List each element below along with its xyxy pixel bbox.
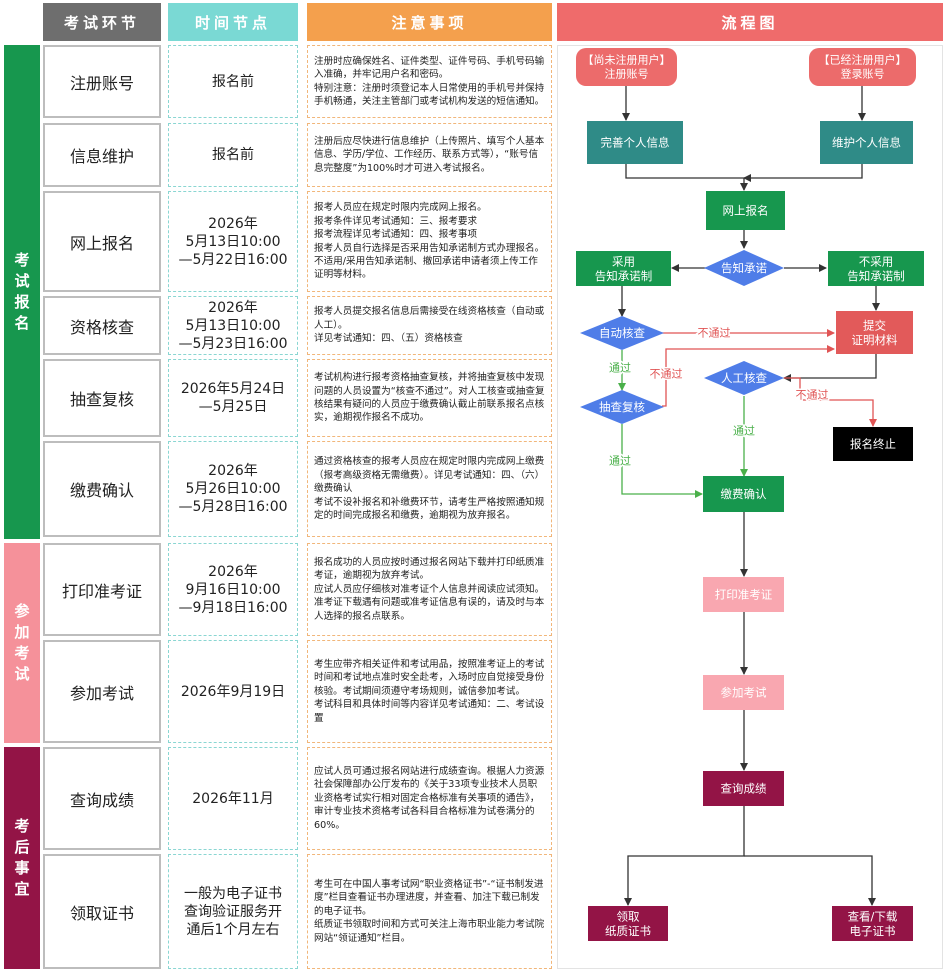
- note-cell: 报考人员提交报名信息后需接受在线资格核查（自动或人工）。 详见考试通知：四、（五…: [307, 296, 552, 355]
- node-manual-check-label: 人工核查: [721, 371, 767, 385]
- edge-spot-proof-fail: [662, 345, 835, 407]
- time-cell: 2026年 5月13日10:00 —5月23日16:00: [168, 296, 298, 355]
- phase-registration: 考试报名: [4, 45, 40, 539]
- note-cell: 应试人员可通过报名网站进行成绩查询。根据人力资源社会保障部办公厅发布的《关于33…: [307, 747, 552, 850]
- node-query-score-label: 查询成绩: [721, 782, 767, 796]
- node-registered-label: 【已经注册用户】: [819, 53, 907, 67]
- node-complete-info: 完善个人信息: [587, 121, 683, 164]
- node-adopt-label: 告知承诺制: [595, 269, 653, 283]
- node-paper-cert-label: 领取: [617, 909, 640, 923]
- time-cell: 2026年 9月16日10:00 —9月18日16:00: [168, 543, 298, 636]
- time-cell: 一般为电子证书 查询验证服务开 通后1个月左右: [168, 854, 298, 969]
- edge-spot-pay-pass: [621, 424, 703, 498]
- header-notes: 注意事项: [307, 3, 552, 41]
- node-e-cert-label: 电子证书: [850, 924, 896, 938]
- note-cell: 报名成功的人员应按时通过报名网站下载并打印纸质准考证，逾期视为放弃考试。 应试人…: [307, 543, 552, 636]
- node-registered-label: 登录账号: [841, 67, 885, 81]
- label-auto-pass: 通过: [609, 362, 631, 375]
- header-stage: 考试环节: [43, 3, 161, 41]
- stage-cell: 注册账号: [43, 45, 161, 118]
- phase-exam: 参加考试: [4, 543, 40, 743]
- node-complete-info-label: 完善个人信息: [601, 136, 670, 150]
- stage-cell: 信息维护: [43, 123, 161, 187]
- time-cell: 2026年 5月13日10:00 —5月22日16:00: [168, 191, 298, 292]
- node-maintain-info: 维护个人信息: [820, 121, 913, 164]
- node-online-apply-label: 网上报名: [723, 204, 769, 218]
- stage-cell: 抽查复核: [43, 359, 161, 437]
- node-paper-cert-label: 纸质证书: [605, 924, 651, 938]
- stage-cell: 缴费确认: [43, 441, 161, 537]
- time-cell: 2026年11月: [168, 747, 298, 850]
- node-take-exam-label: 参加考试: [721, 686, 767, 700]
- note-cell: 通过资格核查的报考人员应在规定时限内完成网上缴费（报考高级资格无需缴费）。详见考…: [307, 441, 552, 537]
- node-spot-check: 抽查复核: [580, 390, 664, 424]
- edge-score-paper: [624, 806, 745, 906]
- phase-post-exam: 考后事宜: [4, 747, 40, 969]
- edge-score-ecert: [744, 855, 876, 906]
- node-adopt: 采用告知承诺制: [576, 251, 671, 286]
- stage-cell: 领取证书: [43, 854, 161, 969]
- node-submit-proof-label: 提交: [863, 318, 886, 332]
- label-spot-pass: 通过: [609, 455, 631, 468]
- node-commitment: 告知承诺: [704, 250, 784, 286]
- node-registered: 【已经注册用户】登录账号: [809, 48, 916, 86]
- node-maintain-info-label: 维护个人信息: [832, 136, 901, 150]
- node-pay-confirm-label: 缴费确认: [721, 487, 767, 501]
- header-time: 时间节点: [168, 3, 298, 41]
- note-cell: 考生应带齐相关证件和考试用品，按照准考证上的考试时间和考试地点准时安全赴考，入场…: [307, 640, 552, 743]
- edge-proof-manual: [783, 354, 877, 382]
- edge-maintain-online: [743, 164, 863, 182]
- node-auto-check: 自动核查: [580, 316, 664, 350]
- node-not-adopt-label: 告知承诺制: [847, 269, 905, 283]
- node-auto-check-label: 自动核查: [599, 326, 645, 340]
- node-not-adopt-label: 不采用: [859, 254, 894, 268]
- time-cell: 2026年5月24日 —5月25日: [168, 359, 298, 437]
- node-submit-proof-label: 证明材料: [852, 333, 898, 347]
- time-cell: 报名前: [168, 45, 298, 118]
- node-unregistered-label: 注册账号: [605, 67, 649, 81]
- node-adopt-label: 采用: [612, 254, 635, 268]
- edge-manual-terminate-fail: [784, 377, 877, 427]
- header-flowchart: 流程图: [557, 3, 943, 41]
- node-commitment-label: 告知承诺: [721, 261, 767, 275]
- stage-cell: 查询成绩: [43, 747, 161, 850]
- node-unregistered: 【尚未注册用户】注册账号: [576, 48, 677, 86]
- node-unregistered-label: 【尚未注册用户】: [583, 53, 671, 67]
- note-cell: 考生可在中国人事考试网“职业资格证书”-“证书制发进度”栏目查看证书办理进度，并…: [307, 854, 552, 969]
- time-cell: 报名前: [168, 123, 298, 187]
- time-cell: 2026年 5月26日10:00 —5月28日16:00: [168, 441, 298, 537]
- note-cell: 考试机构进行报考资格抽查复核，并将抽查复核中发现问题的人员设置为“核查不通过”。…: [307, 359, 552, 437]
- edge-complete-online: [625, 164, 748, 191]
- node-spot-check-label: 抽查复核: [599, 400, 645, 414]
- stage-cell: 打印准考证: [43, 543, 161, 636]
- node-e-cert-label: 查看/下载: [848, 909, 898, 923]
- node-take-exam: 参加考试: [703, 675, 784, 710]
- node-terminate: 报名终止: [833, 427, 913, 461]
- note-cell: 注册时应确保姓名、证件类型、证件号码、手机号码输入准确，并牢记用户名和密码。 特…: [307, 45, 552, 118]
- node-print-ticket-label: 打印准考证: [715, 588, 773, 602]
- node-query-score: 查询成绩: [703, 771, 784, 806]
- label-spot-fail: 不通过: [650, 368, 683, 381]
- stage-cell: 网上报名: [43, 191, 161, 292]
- node-print-ticket: 打印准考证: [703, 577, 784, 612]
- stage-cell: 参加考试: [43, 640, 161, 743]
- stage-cell: 资格核查: [43, 296, 161, 355]
- note-cell: 注册后应尽快进行信息维护（上传照片、填写个人基本信息、学历/学位、工作经历、联系…: [307, 123, 552, 187]
- time-cell: 2026年9月19日: [168, 640, 298, 743]
- label-auto-fail: 不通过: [698, 327, 731, 340]
- node-terminate-label: 报名终止: [850, 437, 896, 451]
- node-online-apply: 网上报名: [706, 191, 785, 230]
- node-pay-confirm: 缴费确认: [703, 476, 784, 512]
- note-cell: 报考人员应在规定时限内完成网上报名。 报考条件详见考试通知：三、报考要求 报考流…: [307, 191, 552, 292]
- label-manual-pass: 通过: [733, 425, 755, 438]
- node-manual-check: 人工核查: [704, 361, 784, 395]
- label-manual-fail: 不通过: [796, 389, 829, 402]
